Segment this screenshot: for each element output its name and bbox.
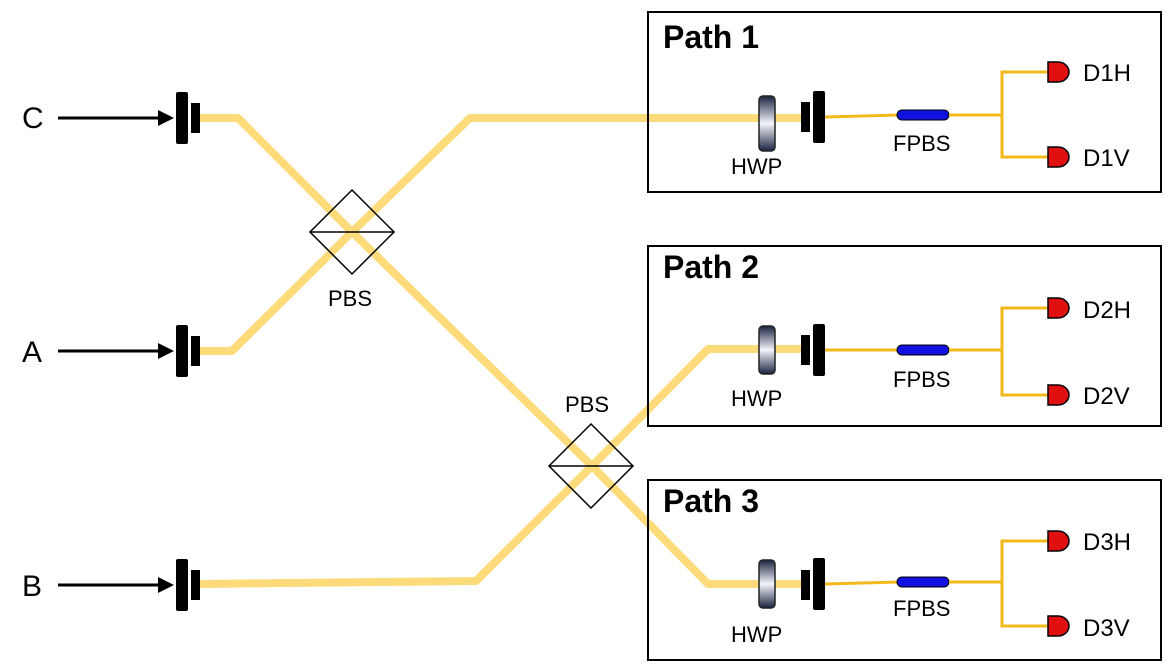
path-1-box: Path 1 HWP FPBS D1H D1V [647,11,1162,193]
detector-v-icon [1047,615,1070,637]
hwp-plate [758,559,776,609]
fpbs-label: FPBS [893,596,950,621]
detector-h-label: D3H [1083,529,1131,556]
input-c: C [22,92,200,144]
fiber-coupler [176,325,188,377]
fiber-coupler-lens [801,570,810,600]
fiber-coupler-lens [801,335,810,365]
input-label: A [22,336,42,369]
fpbs-element [896,109,950,121]
fpbs-label: FPBS [893,367,950,392]
input-a: A [22,325,200,377]
detector-v-icon [1047,384,1070,406]
input-label: C [22,102,44,135]
input-b: B [22,559,200,611]
pbs-cube [308,188,396,276]
detector-h-icon [1047,297,1070,319]
beam-input-a [196,228,804,470]
path-title: Path 3 [663,483,759,519]
hwp-label: HWP [731,622,782,647]
pbs-2: PBS [547,392,635,510]
arrow-head-icon [158,110,174,126]
arrow-head-icon [158,577,174,593]
fiber-coupler [813,324,825,376]
fiber-coupler-lens [191,336,200,366]
detector-v-label: D1V [1083,145,1130,172]
fiber-split [1000,539,1050,628]
path-box-border [647,479,1162,661]
path-title: Path 1 [663,19,759,55]
pbs-1: PBS [308,188,396,311]
pbs-cube [547,422,635,510]
fiber-coupler [813,91,825,143]
hwp-label: HWP [731,386,782,411]
path-3-box: Path 3 HWP FPBS D3H D3V [647,479,1162,661]
detector-h-icon [1047,530,1070,552]
detector-v-icon [1047,146,1070,168]
fiber-coupler [176,559,188,611]
input-label: B [22,570,42,603]
hwp-label: HWP [731,154,782,179]
fiber-split [1000,70,1050,159]
fiber-line [824,113,901,119]
fiber-line [824,580,901,586]
detector-v-label: D2V [1083,383,1130,410]
fiber-coupler [813,558,825,610]
fiber-coupler [176,92,188,144]
fiber-split [1000,306,1050,397]
fiber-coupler-lens [191,103,200,133]
hwp-plate [758,325,776,375]
detector-h-label: D2H [1083,297,1131,324]
fpbs-element [896,344,950,356]
fpbs-label: FPBS [893,131,950,156]
path-2-box: Path 2 HWP FPBS D2H D2V [647,245,1162,427]
beam-input-c [196,114,804,236]
path-title: Path 2 [663,249,759,285]
path-box-border [647,245,1162,427]
pbs-label: PBS [565,392,609,417]
hwp-plate [758,95,776,152]
detector-h-icon [1047,61,1070,83]
detector-v-label: D3V [1083,615,1130,642]
fiber-coupler-lens [801,102,810,132]
pbs-label: PBS [328,286,372,311]
path-box-border [647,11,1162,193]
fiber-coupler-lens [191,570,200,600]
fpbs-element [896,576,950,588]
arrow-head-icon [158,343,174,359]
detector-h-label: D1H [1083,60,1131,87]
